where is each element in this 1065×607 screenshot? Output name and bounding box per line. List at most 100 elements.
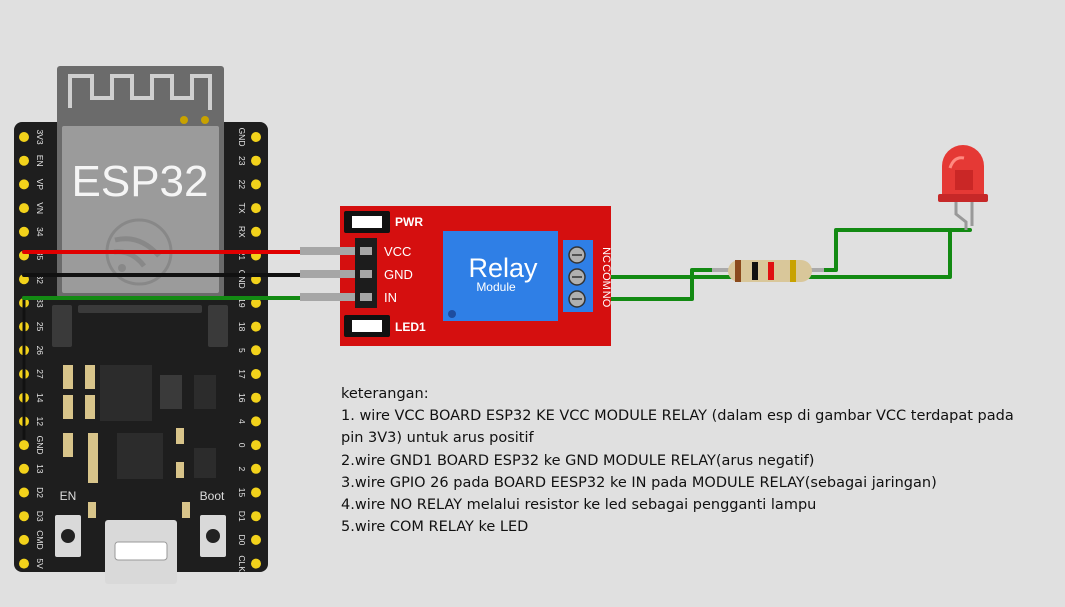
left-pin-header: 3V3ENVPVN343532332526271412GND13D2D3CMD5… xyxy=(19,129,45,569)
wires xyxy=(22,228,972,440)
left-pin-label: VP xyxy=(35,179,45,191)
wire-resistor-to-led xyxy=(810,228,972,272)
right-pin-label: 2 xyxy=(237,466,247,471)
right-pin-label: RX xyxy=(237,226,247,238)
right-pin-pad xyxy=(251,345,261,356)
notes-line-1a: 1. wire VCC BOARD ESP32 KE VCC MODULE RE… xyxy=(341,408,1014,425)
left-pin-pad xyxy=(19,155,29,166)
left-pin-pad xyxy=(19,463,29,474)
left-pin-label: CMD xyxy=(35,530,45,549)
left-pin-label: VN xyxy=(35,202,45,214)
terminal-screws xyxy=(568,246,586,308)
left-pin-label: 35 xyxy=(35,251,45,261)
left-pin-label: 3V3 xyxy=(35,129,45,144)
right-pin-label: 5 xyxy=(237,348,247,353)
terminal-com-label: COM xyxy=(600,264,612,290)
notes-panel: keterangan: 1. wire VCC BOARD ESP32 KE V… xyxy=(341,383,1041,538)
right-pin-label: 19 xyxy=(237,298,247,308)
pwr-led-icon xyxy=(352,216,382,228)
en-button-label: EN xyxy=(60,489,77,503)
right-pin-pad xyxy=(251,369,261,379)
right-pin-label: GND xyxy=(237,128,247,147)
relay-body xyxy=(443,231,558,321)
right-pin-pad xyxy=(251,226,261,237)
terminal-no-label: NO xyxy=(600,291,612,308)
right-pin-label: 15 xyxy=(237,488,247,498)
relay-pin-in: IN xyxy=(384,290,397,305)
right-pin-pad xyxy=(251,440,261,451)
notes-line-4: 4.wire NO RELAY melalui resistor ke led … xyxy=(341,497,817,514)
antenna-trace xyxy=(68,74,212,110)
left-pin-pad xyxy=(19,226,29,237)
left-pin-pad xyxy=(19,487,29,498)
smd-resistors xyxy=(63,365,190,518)
left-pin-label: 25 xyxy=(35,322,45,332)
right-pin-pad xyxy=(251,558,261,569)
left-pin-label: 32 xyxy=(35,274,45,284)
notes-line-1b: pin 3V3) untuk arus positif xyxy=(341,430,534,447)
left-pin-label: D2 xyxy=(35,487,45,498)
right-pin-pad xyxy=(251,487,261,498)
right-pin-label: 22 xyxy=(237,180,247,190)
pwr-led-label: PWR xyxy=(395,215,423,229)
wire-no-to-resistor xyxy=(576,268,726,301)
terminal-nc-label: NC xyxy=(600,247,612,263)
right-pin-label: 23 xyxy=(237,156,247,166)
right-pin-pad xyxy=(251,416,261,427)
right-pin-pad xyxy=(251,155,261,166)
right-pin-pad xyxy=(251,179,261,190)
led1-label: LED1 xyxy=(395,320,426,334)
left-pin-pad xyxy=(19,179,29,190)
esp32-board: ESP32 xyxy=(14,66,268,584)
left-pin-pad xyxy=(19,440,29,451)
left-pin-label: 5V xyxy=(35,558,45,569)
right-pin-pad xyxy=(251,203,261,214)
relay-pin-gnd: GND xyxy=(384,267,413,282)
right-pin-label: 4 xyxy=(237,419,247,424)
left-pin-label: 27 xyxy=(35,369,45,379)
right-pin-label: D1 xyxy=(237,511,247,522)
right-pin-label: GND xyxy=(237,270,247,289)
notes-line-2: 2.wire GND1 BOARD ESP32 ke GND MODULE RE… xyxy=(341,452,815,469)
right-pin-pad xyxy=(251,297,261,308)
right-pin-label: 17 xyxy=(237,369,247,379)
notes-title: keterangan: xyxy=(341,386,429,402)
left-pin-pad xyxy=(19,558,29,569)
right-pin-label: 0 xyxy=(237,443,247,448)
notes-line-5: 5.wire COM RELAY ke LED xyxy=(341,519,529,536)
esp32-module-shield xyxy=(62,126,219,293)
right-pin-pad xyxy=(251,321,261,332)
led1-icon xyxy=(352,320,382,332)
right-pin-pad xyxy=(251,132,261,142)
right-pin-pad xyxy=(251,392,261,403)
relay-module: VCC GND IN PWR LED1 Relay Module NC COM … xyxy=(300,206,612,346)
right-pin-pad xyxy=(251,511,261,522)
smd-components xyxy=(52,305,228,479)
led-icon xyxy=(938,145,988,230)
relay-body-sublabel: Module xyxy=(476,280,516,294)
boot-button-label: Boot xyxy=(200,489,225,503)
resistor xyxy=(712,260,824,282)
right-pin-label: CLK xyxy=(237,555,247,572)
left-pin-label: 12 xyxy=(35,417,45,427)
left-pin-pad xyxy=(19,511,29,522)
left-pin-label: EN xyxy=(35,155,45,167)
left-pin-label: 13 xyxy=(35,464,45,474)
right-pin-label: 16 xyxy=(237,393,247,403)
right-pin-label: 18 xyxy=(237,322,247,332)
left-pin-label: 14 xyxy=(35,393,45,403)
notes-line-3: 3.wire GPIO 26 pada BOARD EESP32 ke IN p… xyxy=(341,474,937,491)
left-pin-label: 33 xyxy=(35,298,45,308)
left-pin-label: D3 xyxy=(35,511,45,522)
wire-com-to-led xyxy=(576,228,952,279)
right-pin-label: D0 xyxy=(237,534,247,545)
right-pin-pad xyxy=(251,463,261,474)
left-pin-label: GND xyxy=(35,436,45,455)
right-pin-label: TX xyxy=(237,203,247,214)
right-pin-pad xyxy=(251,534,261,545)
relay-body-label: Relay xyxy=(468,253,538,283)
left-pin-pad xyxy=(19,132,29,142)
right-pin-label: 21 xyxy=(237,251,247,261)
relay-pin-vcc: VCC xyxy=(384,244,411,259)
